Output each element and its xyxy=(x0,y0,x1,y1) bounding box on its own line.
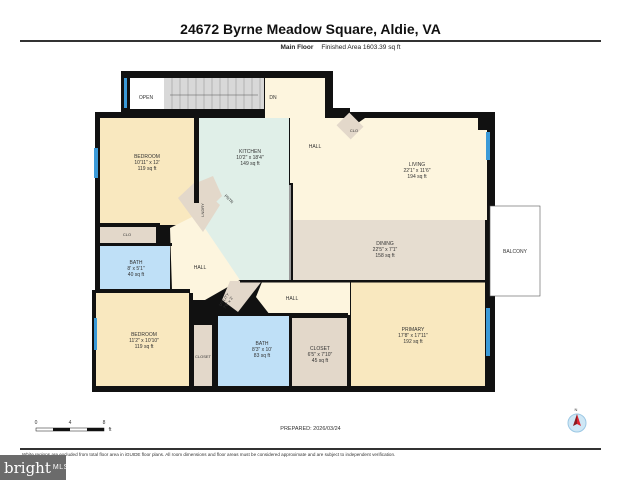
logo-text: bright xyxy=(4,458,51,477)
svg-text:119 sq ft: 119 sq ft xyxy=(135,344,154,350)
closet-small xyxy=(194,325,212,386)
closet-left xyxy=(100,227,156,243)
label-bath-1: BATH 8' x 5'1" 40 sq ft xyxy=(127,260,145,278)
svg-text:10'11" x 12': 10'11" x 12' xyxy=(134,160,159,166)
svg-text:0: 0 xyxy=(35,420,38,426)
svg-text:8'3" x 10': 8'3" x 10' xyxy=(252,347,272,353)
svg-text:22'1" x 11'6": 22'1" x 11'6" xyxy=(403,168,430,174)
windows xyxy=(94,78,490,356)
hall-top-label: HALL xyxy=(309,144,322,150)
svg-text:149 sq ft: 149 sq ft xyxy=(240,161,260,167)
pntr-label: PNTR xyxy=(223,193,234,204)
room-bedroom-1 xyxy=(100,118,194,225)
plan-title: 24672 Byrne Meadow Square, Aldie, VA xyxy=(180,21,441,37)
svg-text:BEDROOM: BEDROOM xyxy=(134,154,160,160)
label-dining: DINING 22'5" x 7'1" 158 sq ft xyxy=(373,241,398,259)
room-bath-1 xyxy=(100,245,170,290)
label-living: LIVING 22'1" x 11'6" 194 sq ft xyxy=(403,162,430,180)
label-bath-2: BATH 8'3" x 10' 83 sq ft xyxy=(252,341,272,359)
svg-text:KITCHEN: KITCHEN xyxy=(239,149,261,155)
svg-text:BATH: BATH xyxy=(130,260,143,266)
lndry-label: LNDRY xyxy=(200,203,205,217)
room-living xyxy=(293,118,487,220)
open-label: OPEN xyxy=(139,95,154,101)
svg-text:N: N xyxy=(575,407,578,412)
divider-bottom xyxy=(20,448,601,450)
prepared-date: PREPARED: 2026/03/24 xyxy=(280,426,341,432)
label-primary: PRIMARY 17'8" x 17'11" 192 sq ft xyxy=(398,327,428,345)
utility xyxy=(222,281,262,312)
floor-name: Main Floor xyxy=(280,44,314,51)
svg-text:4: 4 xyxy=(69,420,72,426)
interior-walls xyxy=(96,118,485,386)
closet-top xyxy=(336,112,364,140)
svg-text:194 sq ft: 194 sq ft xyxy=(407,174,427,180)
laundry xyxy=(178,182,220,232)
dn-label: DN xyxy=(269,95,277,101)
label-kitchen: KITCHEN 10'2" x 18'4" 149 sq ft xyxy=(236,149,264,167)
svg-text:45 sq ft: 45 sq ft xyxy=(312,358,329,364)
svg-text:22'5" x 7'1": 22'5" x 7'1" xyxy=(373,247,398,253)
divider xyxy=(20,40,601,42)
finished-area: Finished Area 1603.39 sq ft xyxy=(321,44,401,51)
room-bedroom-2 xyxy=(96,293,189,386)
room-bath-2 xyxy=(218,316,289,386)
label-closet: CLOSET 6'5" x 7'10" 45 sq ft xyxy=(308,346,333,364)
svg-text:17'8" x 17'11": 17'8" x 17'11" xyxy=(398,333,428,339)
room-primary xyxy=(351,282,485,386)
svg-text:LIVING: LIVING xyxy=(409,162,426,168)
balcony xyxy=(489,205,541,297)
scale-bar: 0 4 8 ft xyxy=(35,420,112,433)
svg-text:192 sq ft: 192 sq ft xyxy=(403,339,423,345)
svg-text:6'5" x 7'10": 6'5" x 7'10" xyxy=(308,352,333,358)
balcony-label: BALCONY xyxy=(503,249,528,255)
hall-left-label: HALL xyxy=(194,265,207,271)
closet-small-label: CLOSET xyxy=(195,354,212,359)
room-closet xyxy=(292,318,347,386)
svg-text:10'2" x 18'4": 10'2" x 18'4" xyxy=(236,155,264,161)
svg-text:PRIMARY: PRIMARY xyxy=(402,327,425,333)
label-bedroom-2: BEDROOM 11'2" x 10'10" 119 sq ft xyxy=(129,332,159,350)
hall-left xyxy=(170,215,240,300)
room-dining xyxy=(293,220,485,280)
svg-text:40 sq ft: 40 sq ft xyxy=(128,272,145,278)
clo-top-label: CLO xyxy=(350,128,358,133)
label-bedroom-1: BEDROOM 10'11" x 12' 119 sq ft xyxy=(134,154,160,172)
open-area xyxy=(130,78,165,109)
svg-text:BATH: BATH xyxy=(256,341,269,347)
stairs xyxy=(164,78,264,109)
svg-text:BEDROOM: BEDROOM xyxy=(131,332,157,338)
pantry xyxy=(196,176,222,206)
hall-mid xyxy=(256,282,350,315)
disclaimer: White regions are excluded from total fl… xyxy=(22,452,396,457)
compass-icon: N xyxy=(567,407,587,433)
hall-mid-label: HALL xyxy=(286,296,299,302)
svg-text:83 sq ft: 83 sq ft xyxy=(254,353,271,359)
floor-subtitle: Main Floor Finished Area 1603.39 sq ft xyxy=(0,44,621,51)
svg-text:ft: ft xyxy=(109,427,112,433)
svg-text:8' x 5'1": 8' x 5'1" xyxy=(127,266,145,272)
svg-text:119 sq ft: 119 sq ft xyxy=(138,166,157,172)
logo-suffix: MLS xyxy=(52,464,69,471)
svg-text:DINING: DINING xyxy=(376,241,394,247)
svg-text:11'2" x 10'10": 11'2" x 10'10" xyxy=(129,338,159,344)
clo-left-label: CLO xyxy=(123,232,131,237)
svg-text:CLOSET: CLOSET xyxy=(310,346,330,352)
svg-text:158 sq ft: 158 sq ft xyxy=(375,253,395,259)
svg-text:8: 8 xyxy=(103,420,106,426)
